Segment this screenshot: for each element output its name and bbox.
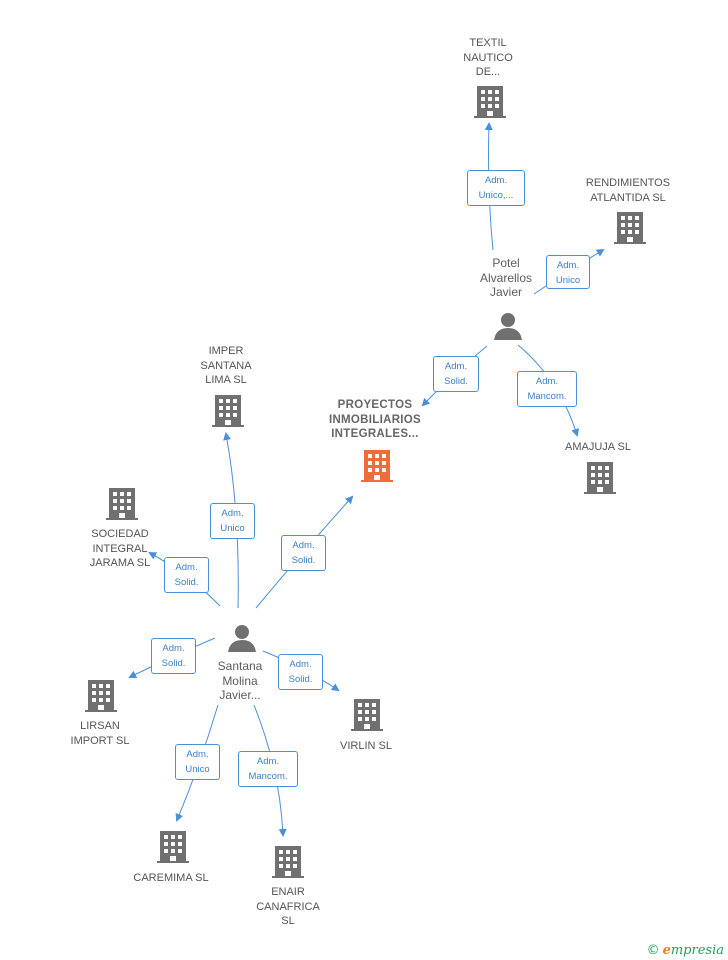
edge-label-santana-imper[interactable]: Adm. Unico — [210, 503, 255, 539]
brand-name: mpresia — [670, 943, 724, 958]
edge-label-santana-enair[interactable]: Adm. Mancom. — [238, 751, 298, 787]
edge-label-santana-virlin[interactable]: Adm. Solid. — [278, 654, 323, 690]
edge-label-potel-proyectos[interactable]: Adm. Solid. — [433, 356, 479, 392]
node-label-santana[interactable]: Santana Molina Javier... — [217, 659, 263, 702]
node-label-amajuja[interactable]: AMAJUJA SL — [564, 441, 632, 453]
building-icon[interactable] — [472, 84, 508, 120]
node-label-potel[interactable]: Potel Alvarellos Javier — [479, 256, 533, 299]
edge-label-santana-lirsan[interactable]: Adm. Solid. — [151, 638, 196, 674]
node-label-imper[interactable]: IMPER SANTANA LIMA SL — [200, 345, 252, 386]
edge-label-santana-proyectos[interactable]: Adm. Solid. — [281, 535, 326, 571]
building-icon[interactable] — [83, 678, 119, 714]
person-icon[interactable] — [490, 308, 526, 344]
node-label-virlin[interactable]: VIRLIN SL — [340, 740, 392, 752]
building-icon[interactable] — [104, 486, 140, 522]
copyright-icon: © — [646, 943, 660, 958]
building-icon[interactable] — [270, 844, 306, 880]
node-label-enair[interactable]: ENAIR CANAFRICA SL — [256, 886, 320, 927]
node-label-caremima[interactable]: CAREMIMA SL — [133, 872, 209, 884]
building-icon[interactable] — [612, 210, 648, 246]
building-icon[interactable] — [349, 697, 385, 733]
edge-label-santana-sociedad[interactable]: Adm. Solid. — [164, 557, 209, 593]
empresia-brand[interactable]: ©empresia — [647, 943, 724, 958]
building-icon[interactable] — [155, 829, 191, 865]
node-label-rendimientos[interactable]: RENDIMIENTOS ATLANTIDA SL — [585, 177, 671, 204]
edge-label-potel-rendimientos[interactable]: Adm. Unico — [546, 255, 590, 289]
building-icon[interactable] — [210, 393, 246, 429]
focus-building-icon[interactable] — [359, 448, 395, 484]
brand-initial: e — [662, 943, 671, 958]
edge-label-santana-caremima[interactable]: Adm. Unico — [175, 744, 220, 780]
node-label-sociedad[interactable]: SOCIEDAD INTEGRAL JARAMA SL — [89, 528, 151, 569]
building-icon[interactable] — [582, 460, 618, 496]
edge-label-potel-textil[interactable]: Adm. Unico,... — [467, 170, 525, 206]
edge-label-potel-amajuja[interactable]: Adm. Mancom. — [517, 371, 577, 407]
person-icon[interactable] — [224, 620, 260, 656]
node-label-lirsan[interactable]: LIRSAN IMPORT SL — [70, 720, 130, 747]
node-label-proyectos[interactable]: PROYECTOS INMOBILIARIOS INTEGRALES... — [328, 399, 422, 440]
node-label-textil[interactable]: TEXTIL NAUTICO DE... — [463, 37, 513, 78]
